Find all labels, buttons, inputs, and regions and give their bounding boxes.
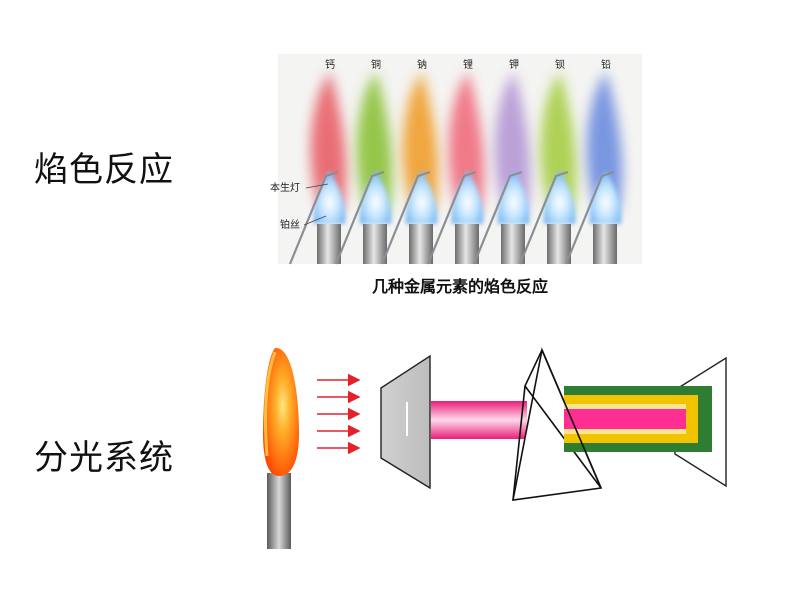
burner-tube — [409, 224, 433, 264]
flame-plume — [448, 72, 485, 212]
burner-label: 本生灯 — [270, 181, 300, 194]
flame-1: 钙 — [288, 58, 347, 265]
spectrum-bands — [564, 386, 712, 452]
flame-inner-cone — [543, 170, 576, 224]
flame-inner-cone — [451, 170, 484, 224]
spectroscope-figure — [263, 347, 727, 549]
burner-tube — [547, 224, 571, 264]
flame-inner-cone — [589, 170, 622, 224]
flame-plume — [356, 72, 393, 212]
burner-rod — [267, 473, 291, 549]
platinum-wire — [380, 170, 431, 265]
collimator-lens — [380, 354, 431, 490]
flame-inner-cone — [313, 170, 346, 224]
burner-tube — [501, 224, 525, 264]
platinum-wire — [518, 170, 569, 265]
element-label: 铜 — [371, 59, 381, 71]
flame-inner-cone — [405, 170, 438, 224]
flame — [263, 347, 299, 476]
light-rays — [317, 373, 361, 455]
burner-tube — [455, 224, 479, 264]
burner-tube — [363, 224, 387, 264]
flame-plume — [402, 72, 439, 212]
flame-3: 钠 — [380, 58, 439, 265]
flame-2: 铜 — [334, 59, 393, 265]
burner-tube — [317, 224, 341, 264]
flame-test-label: 焰色反应 — [34, 150, 174, 190]
light-beam — [431, 401, 527, 439]
element-label: 钙 — [325, 58, 335, 71]
flame-7: 铅 — [564, 58, 623, 265]
flame-4: 锂 — [426, 59, 485, 265]
element-label: 钠 — [417, 58, 427, 71]
spectroscope-label: 分光系统 — [34, 438, 174, 478]
platinum-wire — [334, 170, 385, 265]
flame-plume — [540, 72, 577, 212]
flame-6: 钡 — [518, 58, 577, 265]
flame-plume — [586, 72, 623, 212]
element-label: 锂 — [463, 59, 473, 71]
element-label: 钾 — [509, 58, 519, 71]
platinum-wire — [472, 170, 523, 265]
burner-tube — [593, 224, 617, 264]
platinum-wire — [426, 170, 477, 265]
flame-plume — [494, 72, 531, 212]
element-label: 钡 — [555, 58, 565, 71]
flame-inner-cone — [497, 170, 530, 224]
platinum-wire — [288, 170, 339, 265]
flame-5: 钾 — [472, 58, 531, 265]
flame-inner-cone — [359, 170, 392, 224]
wire-label: 铂丝 — [280, 218, 300, 231]
flame-figure-caption: 几种金属元素的焰色反应 — [372, 277, 548, 296]
flame-test-figure: 钙 铜 钠 锂 钾 钡 铅 本生灯 铂丝 几种金属元素的焰色反应 — [270, 52, 650, 300]
flame-plume — [310, 72, 347, 212]
element-label: 铅 — [601, 58, 611, 71]
platinum-wire — [564, 170, 615, 265]
